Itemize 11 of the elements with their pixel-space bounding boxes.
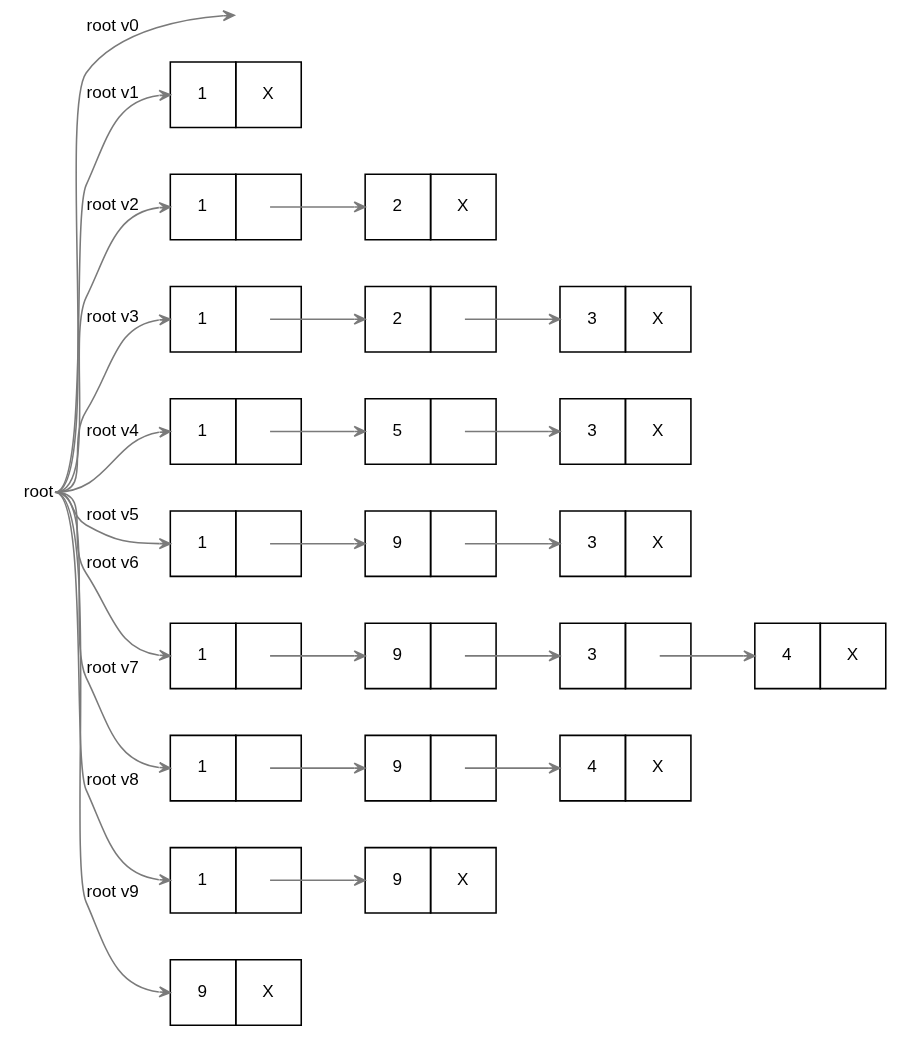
edge-label: root v8 xyxy=(86,768,139,789)
edge-label: root v3 xyxy=(86,306,139,327)
edge-label: root v5 xyxy=(86,503,139,524)
edge-label: root v0 xyxy=(86,14,139,35)
edge-label: root v9 xyxy=(86,881,139,902)
edge-label: root v2 xyxy=(86,193,139,214)
edge-label: root v1 xyxy=(86,81,139,102)
edge-label: root v6 xyxy=(86,552,139,573)
edge-label: root v7 xyxy=(86,656,139,677)
node-text: root xyxy=(23,480,54,501)
edge-label: root v4 xyxy=(86,419,139,440)
